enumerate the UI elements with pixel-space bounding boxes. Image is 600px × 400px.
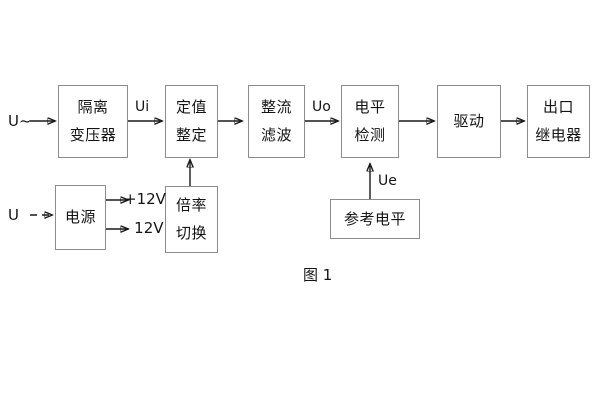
signal-label-ue: Ue (378, 173, 397, 189)
input-label-ac: U~ (8, 112, 32, 130)
block-label-line1: 整流 (260, 98, 292, 116)
power-rail-positive: +12V (124, 190, 166, 208)
block-label-line1: 电源 (64, 208, 96, 226)
block-label-line1: 驱动 (453, 112, 485, 130)
input-label-dc: U (8, 206, 19, 224)
block-ratio-switch[interactable]: 倍率 切换 (165, 186, 218, 253)
block-label-line2: 继电器 (535, 126, 582, 144)
block-label-line2: 变压器 (69, 126, 117, 144)
block-output-relay[interactable]: 出口 继电器 (527, 85, 590, 158)
block-label-line2: 整定 (175, 126, 207, 144)
block-label-line2: 滤波 (260, 126, 292, 144)
signal-label-ui: Ui (135, 99, 150, 115)
block-label-line1: 定值 (175, 98, 207, 116)
block-label-line2: 检测 (354, 126, 386, 144)
block-label-line1: 倍率 (175, 196, 207, 214)
block-setting-value[interactable]: 定值 整定 (165, 85, 218, 158)
block-label-line1: 电平 (354, 98, 386, 116)
block-level-detect[interactable]: 电平 检测 (341, 85, 399, 158)
block-rectify-filter[interactable]: 整流 滤波 (248, 85, 305, 158)
block-reference-level[interactable]: 参考电平 (330, 199, 420, 239)
block-label-line2: 切换 (175, 224, 207, 242)
block-power-supply[interactable]: 电源 (55, 185, 106, 250)
power-rail-negative: - 12V (124, 219, 164, 237)
block-label-line1: 参考电平 (343, 209, 406, 228)
block-label-line1: 出口 (542, 98, 574, 116)
block-isolation-transformer[interactable]: 隔离 变压器 (58, 85, 128, 158)
block-label-line1: 隔离 (77, 98, 109, 116)
signal-label-uo: Uo (312, 99, 331, 115)
figure-caption: 图 1 (303, 266, 333, 284)
block-drive[interactable]: 驱动 (437, 85, 501, 158)
